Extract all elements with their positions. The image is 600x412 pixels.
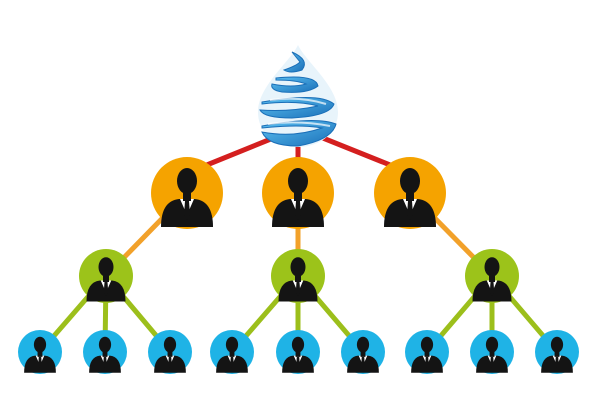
businessman-icon [411, 336, 443, 373]
member-level3-3 [148, 330, 192, 374]
member-level3-4 [210, 330, 254, 374]
businessman-icon [154, 336, 186, 373]
spiral-highlight-lower [267, 121, 331, 127]
member-level3-6 [341, 330, 385, 374]
member-level3-8 [470, 330, 514, 374]
member-level3-7 [405, 330, 449, 374]
businessman-icon [86, 257, 126, 302]
member-level3-1 [18, 330, 62, 374]
member-level2-1 [79, 249, 133, 303]
businessman-icon [161, 168, 213, 227]
businessman-icon [476, 336, 508, 373]
member-level2-2 [271, 249, 325, 303]
member-level1-1 [151, 157, 223, 229]
businessman-icon [541, 336, 573, 373]
businessman-icon [278, 257, 318, 302]
businessman-icon [472, 257, 512, 302]
businessman-icon [282, 336, 314, 373]
member-level3-2 [83, 330, 127, 374]
member-level3-9 [535, 330, 579, 374]
blue-spiral-drop-logo [258, 45, 338, 147]
member-level2-3 [465, 249, 519, 303]
member-level1-2 [262, 157, 334, 229]
businessman-icon [216, 336, 248, 373]
member-level1-3 [374, 157, 446, 229]
spiral-highlight [269, 97, 327, 105]
businessman-icon [272, 168, 324, 227]
spiral-band-2 [271, 76, 319, 93]
businessman-icon [89, 336, 121, 373]
spiral-band-4 [261, 119, 337, 147]
spiral-band-1 [282, 51, 305, 73]
member-level3-5 [276, 330, 320, 374]
businessman-icon [24, 336, 56, 373]
businessman-icon [384, 168, 436, 227]
businessman-icon [347, 336, 379, 373]
spiral-band-3 [259, 96, 335, 119]
